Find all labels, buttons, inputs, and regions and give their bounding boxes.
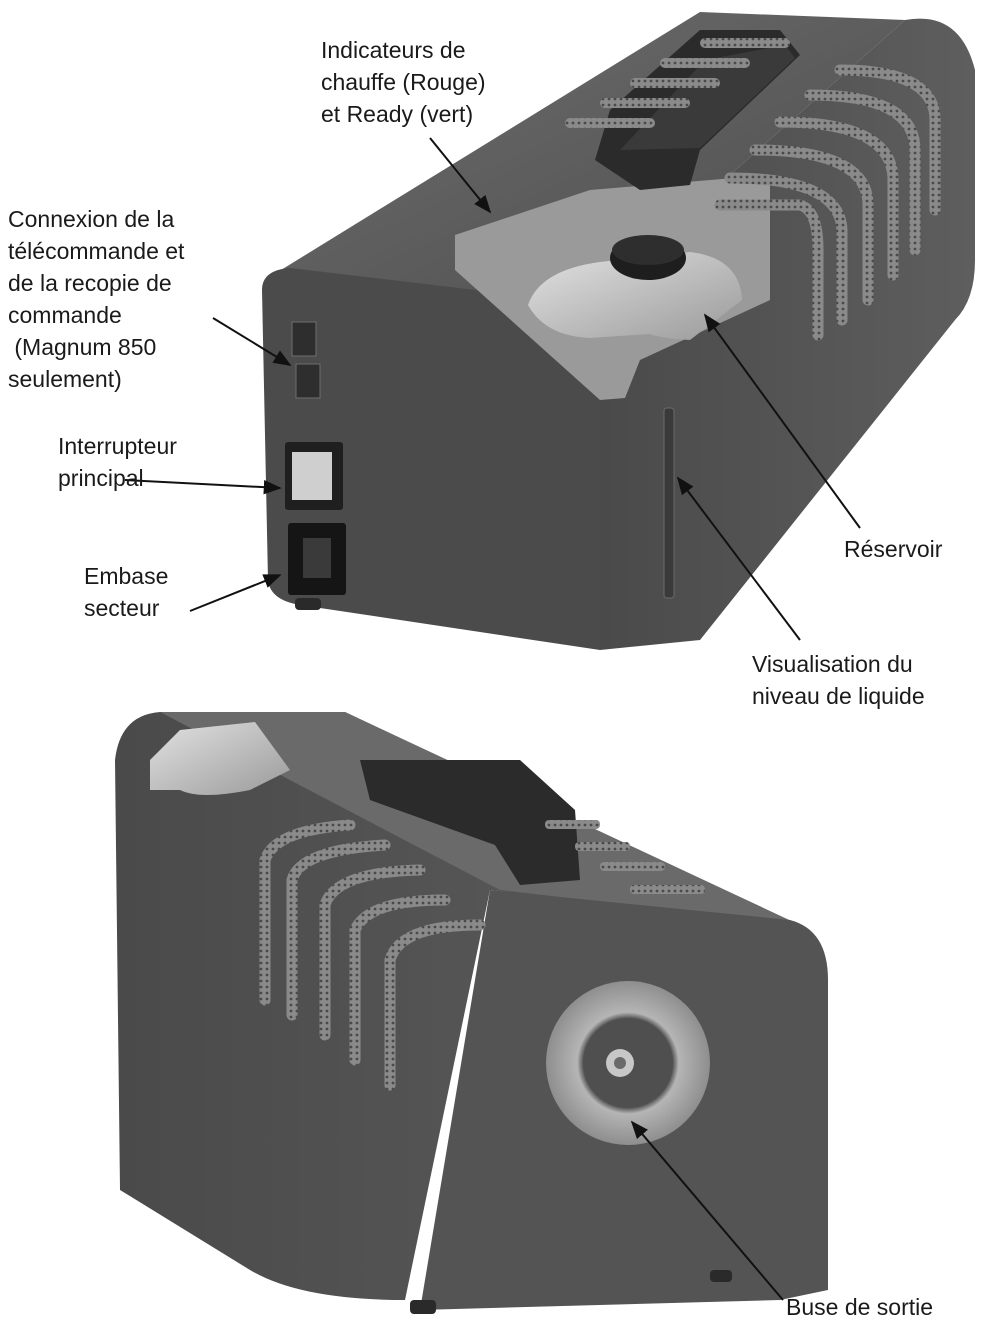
callout-line: chauffe (Rouge) [321, 66, 486, 98]
callout-line: et Ready (vert) [321, 98, 486, 130]
callout-line: niveau de liquide [752, 680, 925, 712]
callout-line: principal [58, 462, 177, 494]
callout-line: (Magnum 850 [8, 331, 184, 363]
remote-connector-2 [296, 364, 320, 398]
callout-line: Buse de sortie [786, 1291, 933, 1323]
callout-line: secteur [84, 592, 168, 624]
callout-line: télécommande et [8, 235, 184, 267]
callout-line: Réservoir [844, 533, 942, 565]
callout-reservoir: Réservoir [844, 533, 942, 565]
callout-line: seulement) [8, 363, 184, 395]
callout-line: commande [8, 299, 184, 331]
machine-front-view [115, 712, 828, 1314]
liquid-level-window [664, 408, 674, 598]
arrow-embase [190, 575, 280, 611]
callout-line: de la recopie de [8, 267, 184, 299]
callout-line: Interrupteur [58, 430, 177, 462]
callout-buse: Buse de sortie [786, 1291, 933, 1323]
main-switch [292, 452, 332, 500]
callout-line: Indicateurs de [321, 34, 486, 66]
callout-indicateurs: Indicateurs de chauffe (Rouge) et Ready … [321, 34, 486, 130]
callout-visualisation: Visualisation du niveau de liquide [752, 648, 925, 712]
callout-connexion: Connexion de la télécommande et de la re… [8, 203, 184, 395]
callout-line: Connexion de la [8, 203, 184, 235]
callout-line: Embase [84, 560, 168, 592]
callout-line: Visualisation du [752, 648, 925, 680]
callout-interrupteur: Interrupteur principal [58, 430, 177, 494]
callout-embase: Embase secteur [84, 560, 168, 624]
remote-connector-1 [292, 322, 316, 356]
